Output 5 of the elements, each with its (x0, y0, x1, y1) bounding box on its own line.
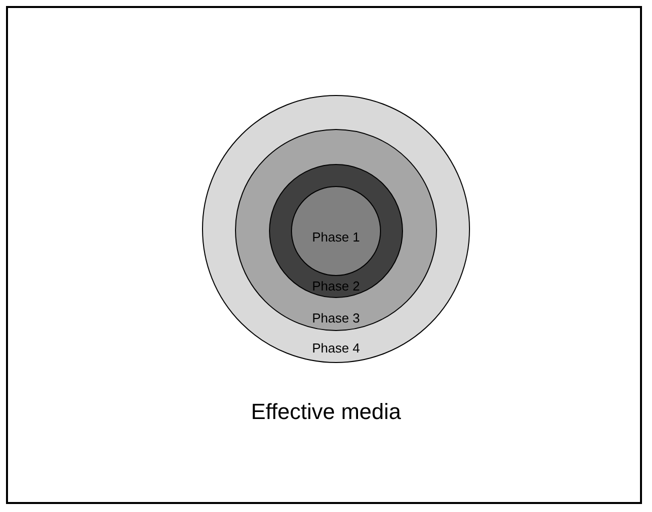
caption: Effective media (250, 399, 401, 424)
phase-label: Phase 1 (311, 230, 361, 244)
phase-label: Phase 4 (311, 340, 361, 356)
phase-label: Phase 3 (311, 310, 361, 326)
phase-label: Phase 2 (311, 278, 361, 294)
